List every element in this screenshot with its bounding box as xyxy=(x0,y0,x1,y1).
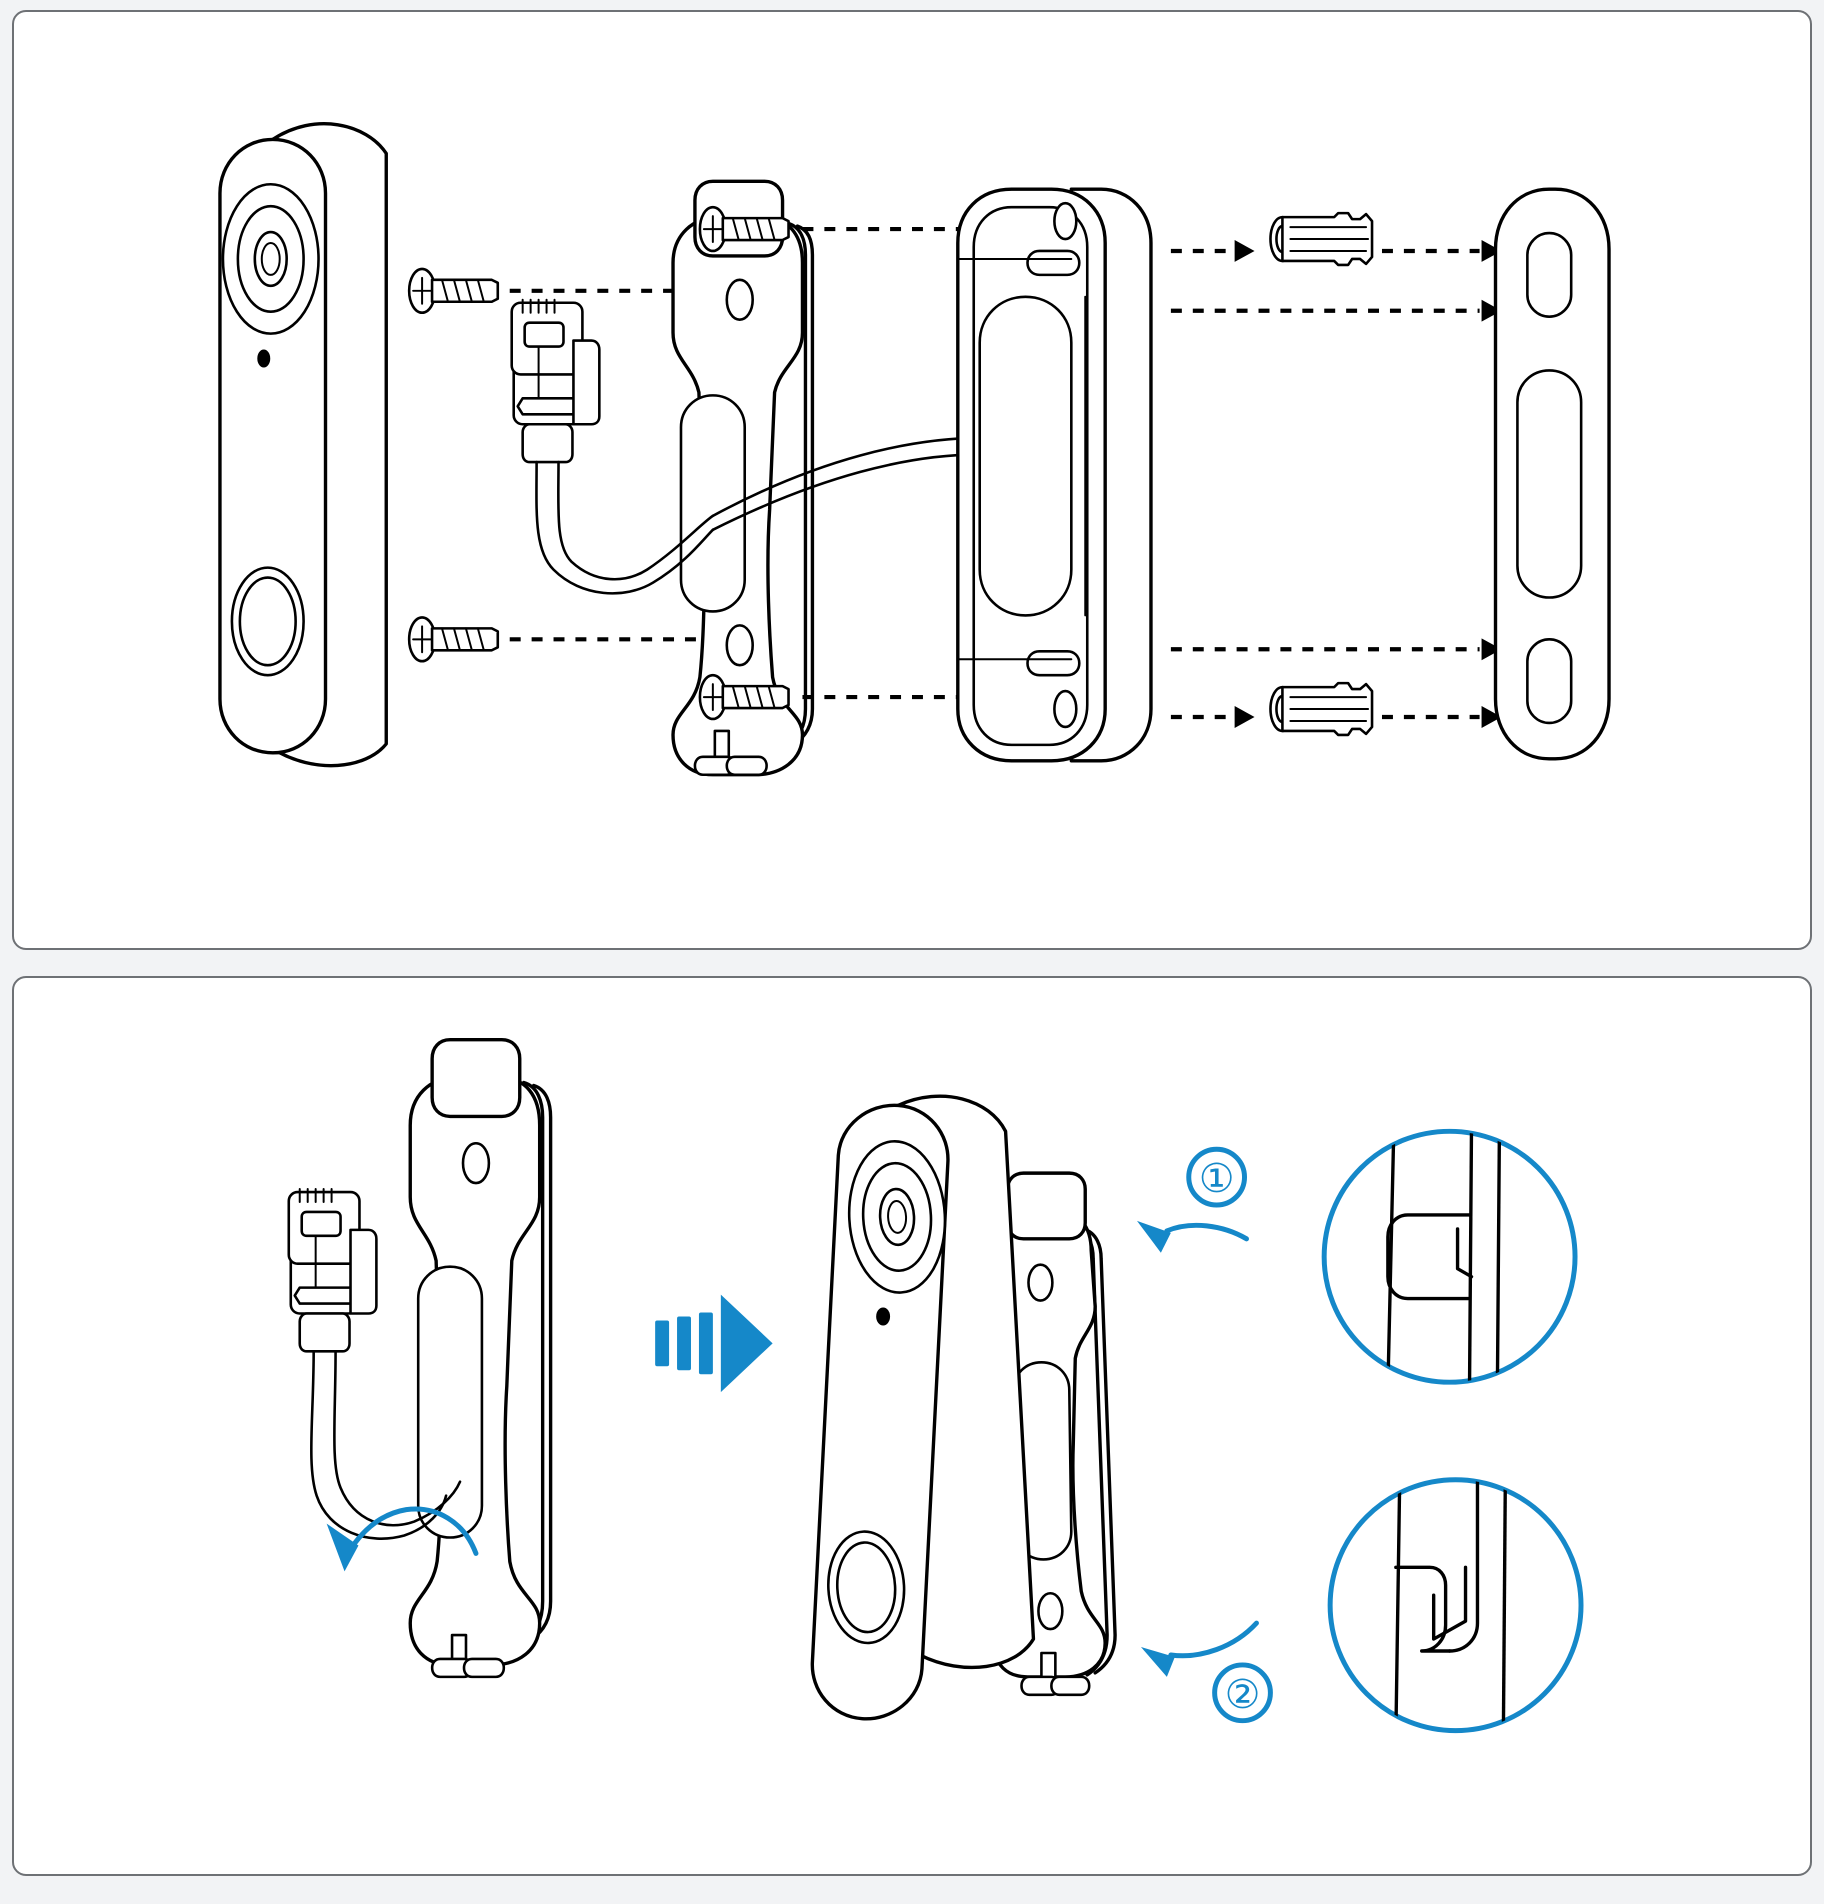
call-button xyxy=(827,1530,906,1645)
wall-plate-slot-bottom xyxy=(1526,638,1573,725)
call-button xyxy=(230,566,305,677)
status-led xyxy=(257,349,271,368)
wedge-cable-opening xyxy=(978,295,1073,617)
bracket-cable-slot xyxy=(416,1265,484,1539)
wall-anchor-bottom xyxy=(1269,681,1374,737)
wedge-keyhole-top xyxy=(1053,201,1078,241)
bracket-cable-slot xyxy=(679,394,747,613)
wall-plate-slot-top xyxy=(1526,231,1573,318)
rj-connector xyxy=(287,1188,462,1540)
wall-anchor-top xyxy=(1269,211,1374,267)
arrow-to-anchor-top xyxy=(1170,240,1255,262)
bracket-attachment-panel: ① ② xyxy=(12,976,1812,1876)
wedge-keyhole-bottom xyxy=(1053,689,1078,729)
doorbell-body-tilted xyxy=(810,1094,1117,1721)
arrow-wedge-bottom-to-wall xyxy=(1170,638,1502,661)
lower-hook-engagement-detail xyxy=(1394,1479,1508,1731)
arrow-anchor-top-to-wall xyxy=(1381,240,1502,262)
bracket-screw-hole-bottom xyxy=(725,624,754,667)
arrow-screw-top-left xyxy=(509,279,725,302)
arrow-anchor-bottom-to-wall xyxy=(1381,706,1502,728)
mounting-bracket-with-cable xyxy=(408,1038,553,1679)
detail-circle-bottom xyxy=(1327,1477,1584,1734)
detail-circle-top xyxy=(1321,1128,1578,1385)
bracket-attachment-illustration: ① ② xyxy=(287,1038,1584,1734)
exploded-assembly-panel xyxy=(12,10,1812,950)
arrow-to-anchor-bottom xyxy=(1170,706,1255,728)
callout-step-2-label: ② xyxy=(1225,1673,1261,1717)
wedge-angle-plate xyxy=(956,187,1153,763)
bracket-screw-hole-top xyxy=(725,278,754,321)
arrow-screw-bottom-left xyxy=(509,628,725,651)
slide-motion-arrow xyxy=(655,1294,773,1393)
status-led xyxy=(876,1307,891,1326)
rj-connector xyxy=(510,298,715,595)
wedge-hook-pin-bottom xyxy=(1026,649,1081,677)
doorbell-body xyxy=(218,122,388,768)
upper-tab-engagement-detail xyxy=(1386,1131,1502,1383)
callout-step-2: ② xyxy=(1140,1620,1273,1724)
bracket-screw-hole xyxy=(461,1141,491,1185)
screw-top-left xyxy=(407,267,500,315)
doorbell-cable xyxy=(310,1350,448,1540)
wedge-hook-pin-top xyxy=(1026,249,1081,277)
callout-step-1: ① xyxy=(1136,1146,1249,1253)
callout-step-1-label: ① xyxy=(1199,1157,1235,1201)
arrow-wedge-top-to-wall xyxy=(1170,299,1502,322)
screw-bottom-left xyxy=(407,616,500,663)
wall-plate-template xyxy=(1493,187,1611,761)
cable-route-arrow xyxy=(326,1506,479,1572)
exploded-assembly-illustration xyxy=(218,122,1611,777)
doorbell-cable xyxy=(535,460,715,595)
wall-plate-cable-cutout xyxy=(1516,369,1583,599)
